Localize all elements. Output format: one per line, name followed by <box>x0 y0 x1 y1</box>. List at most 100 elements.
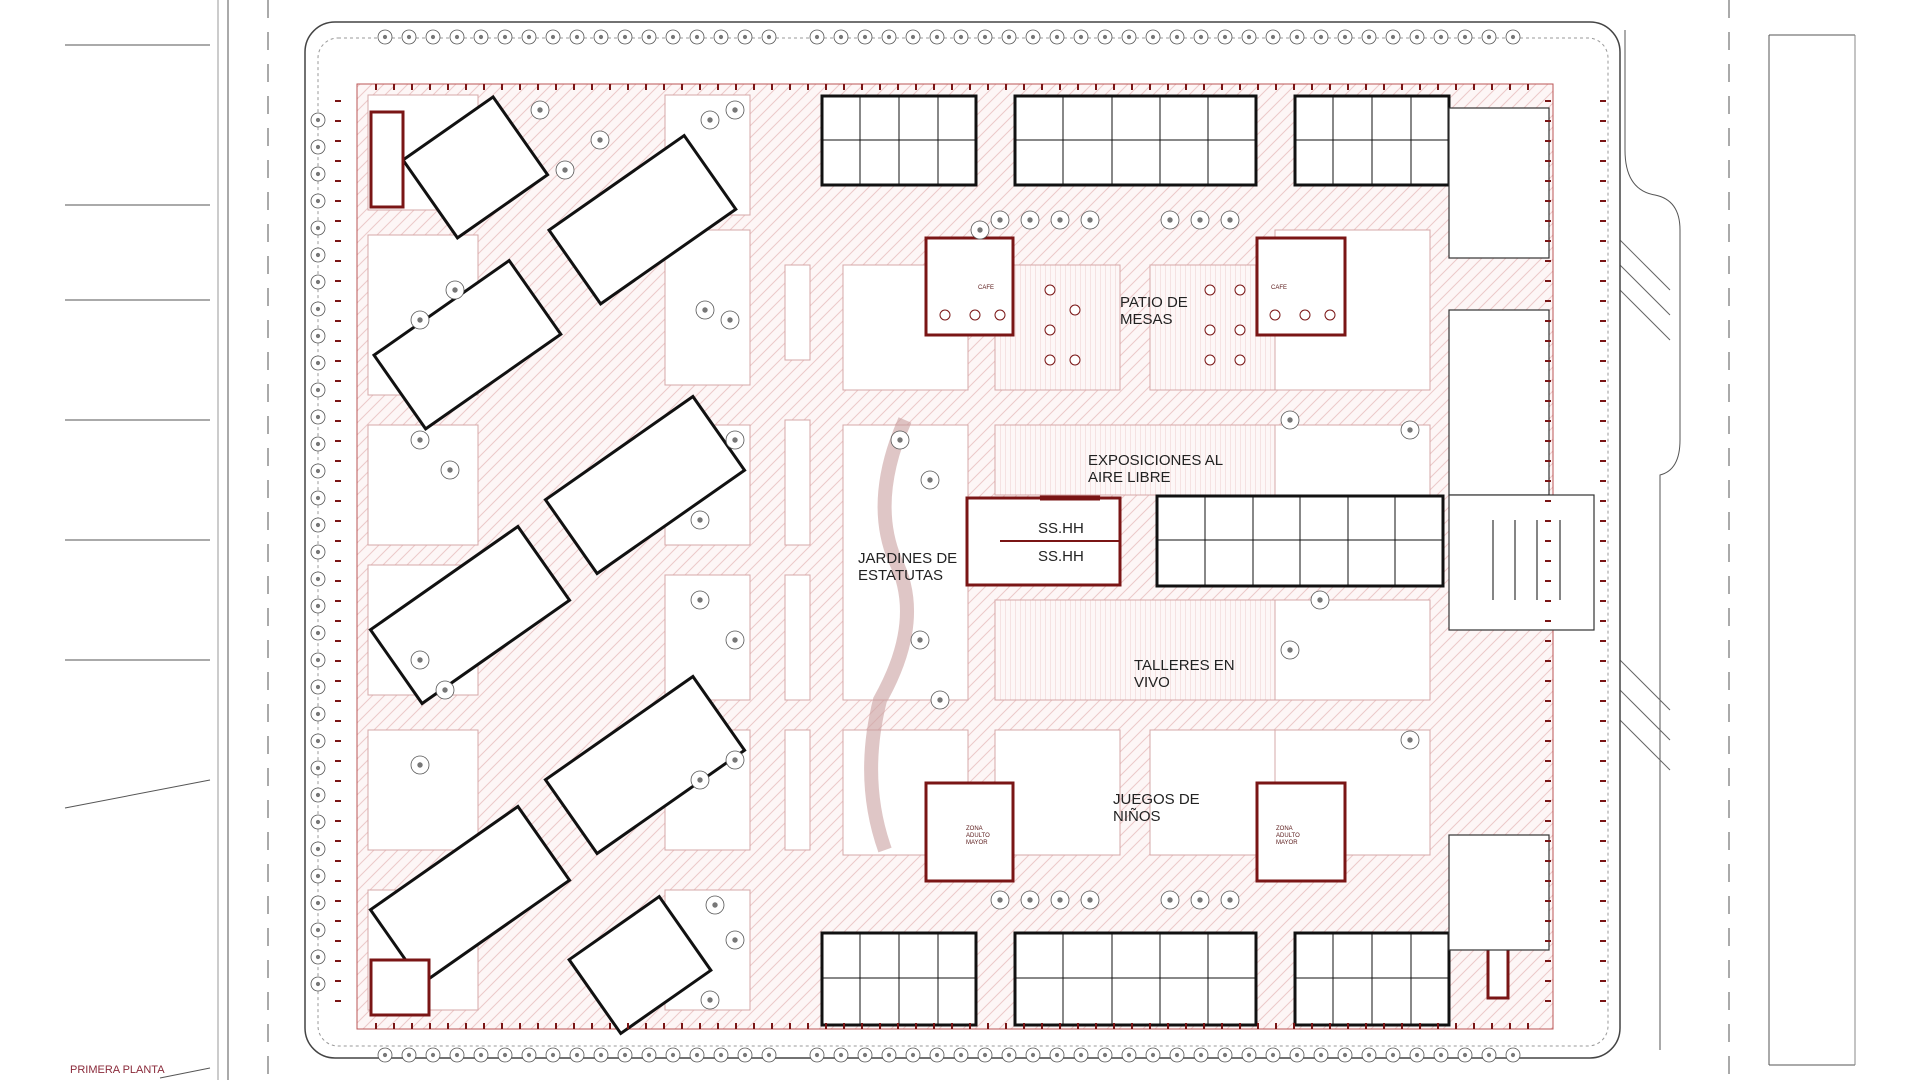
post <box>1491 84 1493 90</box>
post <box>951 1023 953 1029</box>
post <box>1600 120 1606 122</box>
tree-trunk <box>550 1052 556 1058</box>
tree-trunk <box>598 34 604 40</box>
table-icon <box>1044 354 1056 366</box>
post <box>483 84 485 90</box>
post <box>681 84 683 90</box>
tree-trunk <box>1342 1052 1348 1058</box>
tree-trunk <box>315 495 321 501</box>
tree-trunk <box>622 1052 628 1058</box>
post <box>411 84 413 90</box>
tree-trunk <box>814 1052 820 1058</box>
post <box>1221 84 1223 90</box>
post <box>537 84 539 90</box>
tree-trunk <box>707 117 713 123</box>
post <box>1600 620 1606 622</box>
post <box>663 1023 665 1029</box>
tree-trunk <box>732 107 738 113</box>
tree-trunk <box>1270 34 1276 40</box>
post <box>1545 200 1551 202</box>
post <box>1239 1023 1241 1029</box>
tree-trunk <box>315 144 321 150</box>
post <box>1167 1023 1169 1029</box>
tree-trunk <box>1510 34 1516 40</box>
post <box>1275 1023 1277 1029</box>
post <box>1600 340 1606 342</box>
label-exposiciones: EXPOSICIONES AL AIRE LIBRE <box>1088 452 1223 486</box>
post <box>1545 420 1551 422</box>
post <box>1545 400 1551 402</box>
post <box>645 84 647 90</box>
tree-trunk <box>732 757 738 763</box>
tree-trunk <box>1174 34 1180 40</box>
right-road <box>1619 0 1856 1080</box>
post <box>335 1000 341 1002</box>
tree-trunk <box>315 333 321 339</box>
label-patio-de-mesas: PATIO DE MESAS <box>1120 294 1188 328</box>
post <box>1545 340 1551 342</box>
tree-trunk <box>646 34 652 40</box>
tree-trunk <box>917 637 923 643</box>
post <box>335 880 341 882</box>
post <box>335 140 341 142</box>
post <box>861 1023 863 1029</box>
post <box>1600 400 1606 402</box>
tree-trunk <box>997 217 1003 223</box>
post <box>335 480 341 482</box>
label-line: ZONA <box>1276 826 1293 832</box>
post <box>1545 180 1551 182</box>
tree-trunk <box>1227 897 1233 903</box>
label-line: ADULTO <box>966 833 990 839</box>
post <box>1329 1023 1331 1029</box>
post <box>1041 84 1043 90</box>
post <box>807 1023 809 1029</box>
post <box>335 840 341 842</box>
perimeter-posts <box>335 84 1606 1029</box>
post <box>1600 1000 1606 1002</box>
post <box>1113 84 1115 90</box>
post <box>1023 1023 1025 1029</box>
post <box>1600 720 1606 722</box>
post <box>1149 1023 1151 1029</box>
tree-trunk <box>315 900 321 906</box>
post <box>1600 880 1606 882</box>
post <box>375 1023 377 1029</box>
post <box>335 720 341 722</box>
tree-trunk <box>1027 217 1033 223</box>
post <box>1077 84 1079 90</box>
tree-trunk <box>766 34 772 40</box>
post <box>1600 380 1606 382</box>
post <box>1491 1023 1493 1029</box>
post <box>843 1023 845 1029</box>
post <box>1600 600 1606 602</box>
tree-trunk <box>982 1052 988 1058</box>
post <box>335 380 341 382</box>
tree-trunk <box>1366 1052 1372 1058</box>
post <box>879 84 881 90</box>
tree-trunk <box>862 1052 868 1058</box>
post <box>335 700 341 702</box>
tree-trunk <box>1462 34 1468 40</box>
post <box>501 84 503 90</box>
tree-trunk <box>1246 34 1252 40</box>
tree-trunk <box>315 117 321 123</box>
label-jardines: JARDINES DE ESTATUTAS <box>858 550 957 584</box>
label-line: VIVO <box>1134 674 1170 691</box>
post <box>1545 1000 1551 1002</box>
tree-trunk <box>597 137 603 143</box>
post <box>1509 84 1511 90</box>
post <box>1293 84 1295 90</box>
post <box>335 620 341 622</box>
post <box>1545 600 1551 602</box>
post <box>335 640 341 642</box>
tree-trunk <box>1167 897 1173 903</box>
post <box>335 340 341 342</box>
post <box>335 760 341 762</box>
post <box>1545 860 1551 862</box>
tree-trunk <box>315 765 321 771</box>
post <box>335 120 341 122</box>
post <box>699 1023 701 1029</box>
tree-trunk <box>1294 1052 1300 1058</box>
tree-trunk <box>670 1052 676 1058</box>
post <box>1600 780 1606 782</box>
